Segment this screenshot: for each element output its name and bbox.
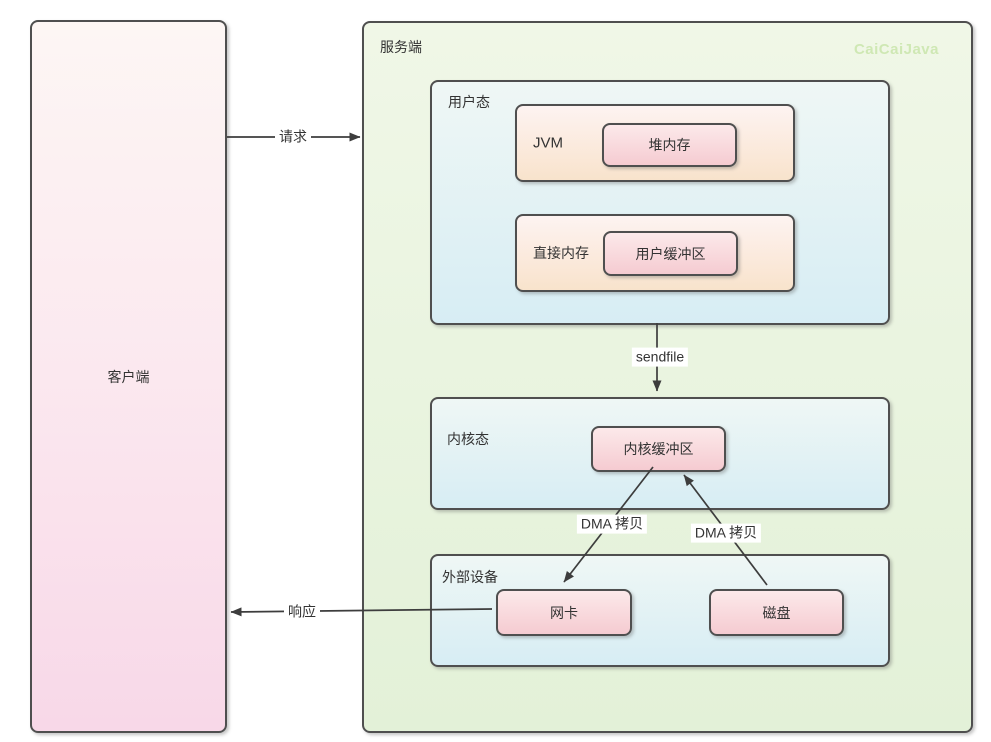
kernel-mode-box: 内核态 内核缓冲区 xyxy=(430,397,890,510)
client-label: 客户端 xyxy=(107,368,150,385)
jvm-label: JVM xyxy=(533,134,563,152)
external-devices-box: 外部设备 网卡 磁盘 xyxy=(430,554,890,667)
sendfile-label: sendfile xyxy=(631,347,689,367)
user-buffer-box: 用户缓冲区 xyxy=(603,231,738,276)
kernel-buffer-label: 内核缓冲区 xyxy=(623,441,694,457)
direct-memory-box: 直接内存 用户缓冲区 xyxy=(515,214,795,292)
disk-box: 磁盘 xyxy=(709,589,844,636)
external-devices-label: 外部设备 xyxy=(442,569,498,585)
request-label: 请求 xyxy=(275,127,311,147)
kernel-mode-label: 内核态 xyxy=(447,431,489,447)
heap-memory-box: 堆内存 xyxy=(602,123,737,167)
direct-memory-label: 直接内存 xyxy=(533,245,589,261)
nic-box: 网卡 xyxy=(496,589,632,636)
response-label: 响应 xyxy=(284,602,320,622)
jvm-box: JVM 堆内存 xyxy=(515,104,795,182)
heap-memory-label: 堆内存 xyxy=(648,137,691,153)
dma-copy-left-label: DMA 拷贝 xyxy=(576,514,648,534)
user-buffer-label: 用户缓冲区 xyxy=(635,245,706,262)
nic-label: 网卡 xyxy=(550,604,578,621)
server-label: 服务端 xyxy=(380,39,422,55)
disk-label: 磁盘 xyxy=(762,604,791,621)
user-mode-box: 用户态 JVM 堆内存 直接内存 用户缓冲区 xyxy=(430,80,890,325)
server-box: 服务端 CaiCaiJava 用户态 JVM 堆内存 直接内存 用户缓冲区 内核… xyxy=(362,21,973,733)
dma-copy-right-label: DMA 拷贝 xyxy=(690,523,762,543)
watermark-text: CaiCaiJava xyxy=(853,41,939,58)
kernel-buffer-box: 内核缓冲区 xyxy=(591,426,726,472)
client-box: 客户端 xyxy=(30,20,227,733)
user-mode-label: 用户态 xyxy=(448,94,490,110)
